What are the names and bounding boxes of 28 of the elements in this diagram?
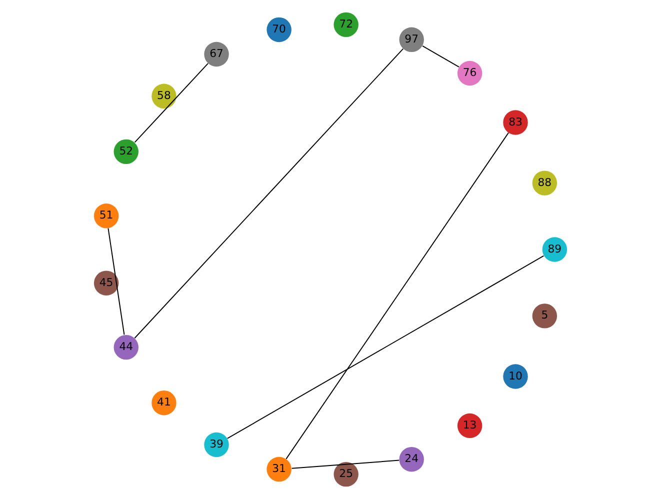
connector — [226, 255, 544, 439]
node-circle: 45 — [93, 270, 118, 296]
node-circle: 24 — [398, 447, 424, 472]
node-circle: 88 — [532, 170, 557, 196]
connector — [134, 48, 404, 339]
node-circle: 5 — [532, 304, 557, 328]
node-circle: 13 — [456, 413, 482, 438]
connector — [107, 228, 124, 336]
node-circle: 10 — [502, 364, 528, 389]
connector — [290, 460, 400, 469]
node-circle: 76 — [456, 60, 482, 86]
connector — [134, 62, 208, 143]
node-circle: 41 — [151, 390, 176, 416]
node-circle: 58 — [151, 84, 176, 109]
node-circle: 39 — [204, 432, 228, 458]
node-circle: 70 — [266, 17, 291, 42]
node-circle: 97 — [398, 27, 424, 52]
node-circle: 89 — [542, 237, 567, 262]
node-circle: 51 — [93, 204, 118, 228]
node-circle: 44 — [113, 334, 138, 360]
node-circle: 52 — [113, 139, 138, 164]
node-circle: 72 — [333, 12, 358, 38]
connector — [422, 45, 459, 68]
connector — [285, 132, 508, 460]
node-circle: 67 — [204, 42, 228, 67]
node-circle: 83 — [502, 110, 528, 135]
node-circle: 31 — [266, 456, 291, 482]
node-circle: 25 — [333, 462, 358, 487]
